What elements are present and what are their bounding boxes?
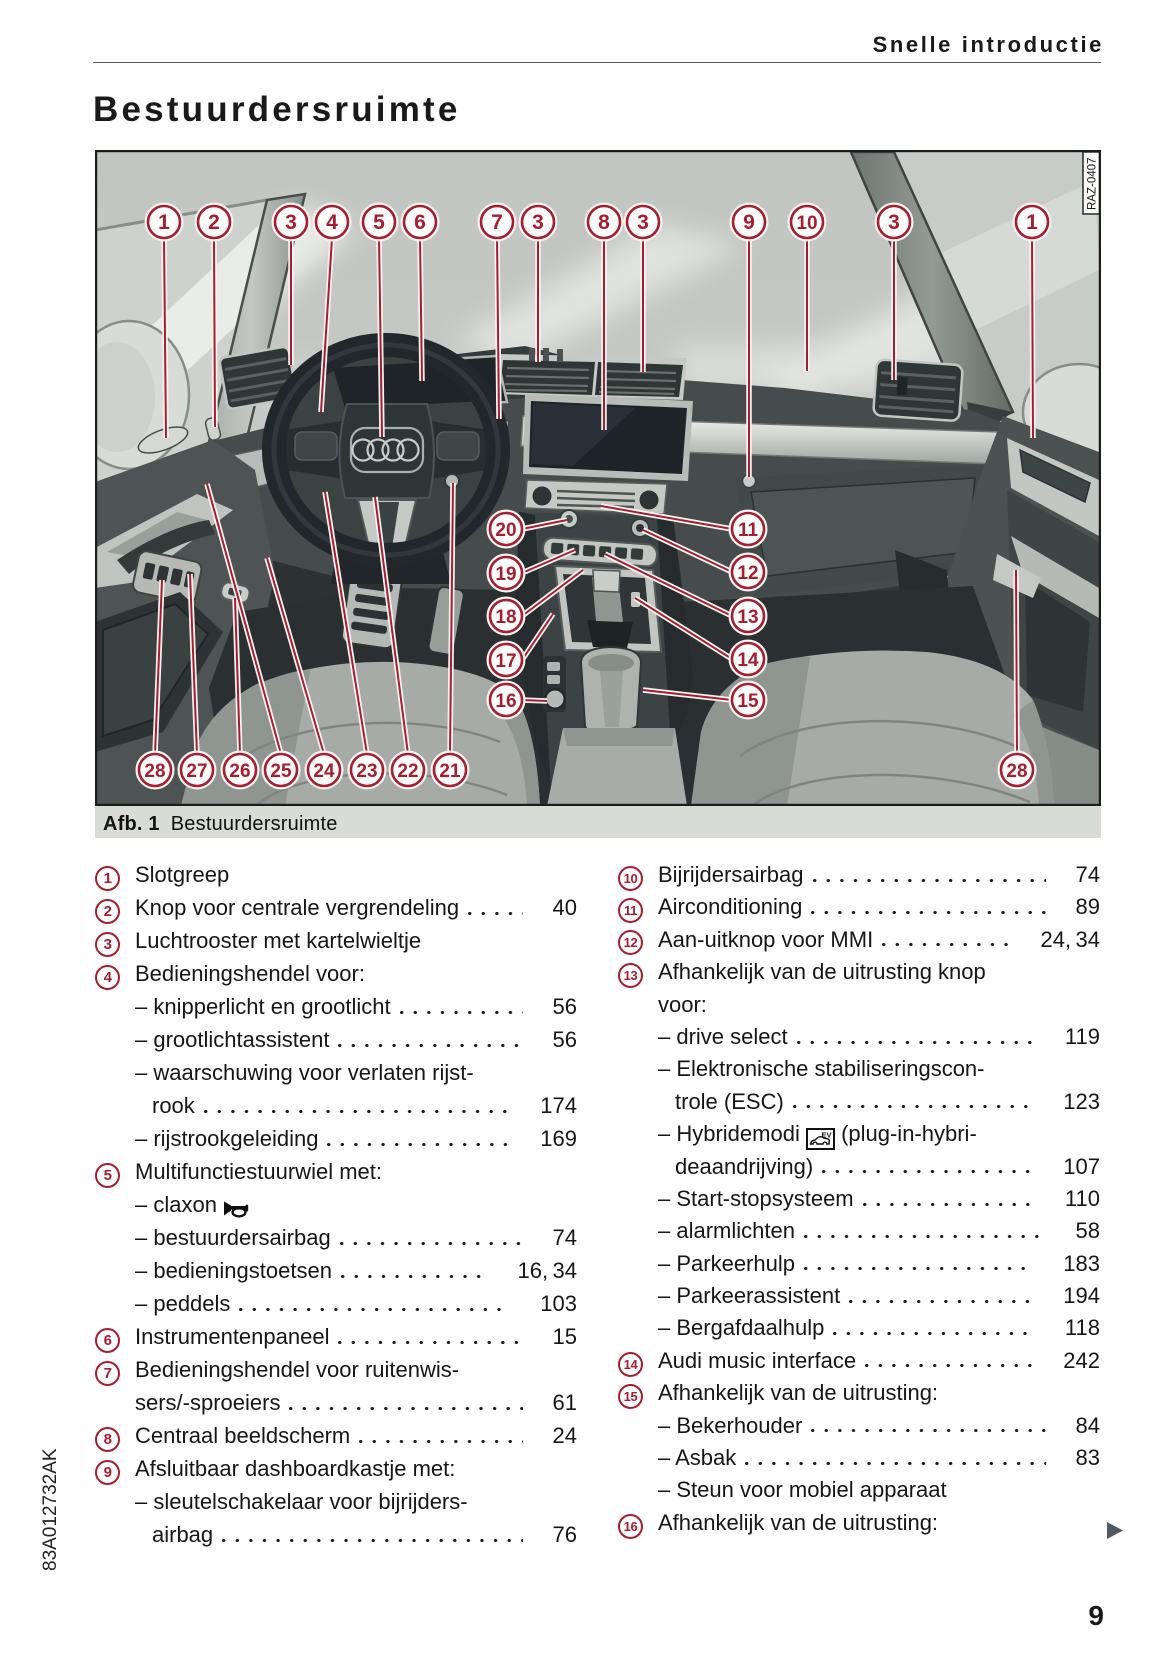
svg-text:8: 8 bbox=[598, 211, 610, 234]
svg-text:13: 13 bbox=[737, 607, 758, 628]
svg-text:9: 9 bbox=[743, 211, 755, 234]
svg-text:20: 20 bbox=[495, 520, 516, 541]
svg-text:10: 10 bbox=[796, 213, 817, 234]
svg-text:6: 6 bbox=[414, 211, 426, 234]
svg-text:1: 1 bbox=[158, 211, 170, 234]
svg-text:16: 16 bbox=[495, 691, 516, 712]
svg-text:EV: EV bbox=[821, 1130, 831, 1139]
svg-text:12: 12 bbox=[737, 563, 758, 584]
svg-text:4: 4 bbox=[326, 211, 338, 234]
svg-text:RAZ-0407: RAZ-0407 bbox=[1087, 158, 1099, 210]
svg-text:11: 11 bbox=[738, 520, 759, 541]
svg-text:18: 18 bbox=[495, 607, 516, 628]
svg-text:19: 19 bbox=[495, 564, 516, 585]
svg-text:25: 25 bbox=[270, 761, 292, 782]
svg-text:24: 24 bbox=[313, 761, 335, 782]
svg-text:27: 27 bbox=[186, 761, 207, 782]
svg-text:1: 1 bbox=[1026, 211, 1038, 234]
svg-text:3: 3 bbox=[285, 211, 297, 234]
svg-text:7: 7 bbox=[491, 211, 503, 234]
svg-text:22: 22 bbox=[397, 761, 418, 782]
svg-text:2: 2 bbox=[208, 211, 220, 234]
svg-text:17: 17 bbox=[495, 651, 516, 672]
svg-text:28: 28 bbox=[1006, 761, 1027, 782]
svg-text:3: 3 bbox=[888, 211, 900, 234]
svg-text:26: 26 bbox=[229, 761, 250, 782]
svg-text:28: 28 bbox=[144, 761, 165, 782]
svg-text:21: 21 bbox=[439, 761, 461, 782]
svg-text:5: 5 bbox=[373, 211, 385, 234]
svg-text:23: 23 bbox=[356, 761, 377, 782]
svg-text:15: 15 bbox=[737, 691, 759, 712]
svg-text:3: 3 bbox=[532, 211, 544, 234]
svg-text:14: 14 bbox=[737, 650, 759, 671]
svg-text:3: 3 bbox=[637, 211, 649, 234]
